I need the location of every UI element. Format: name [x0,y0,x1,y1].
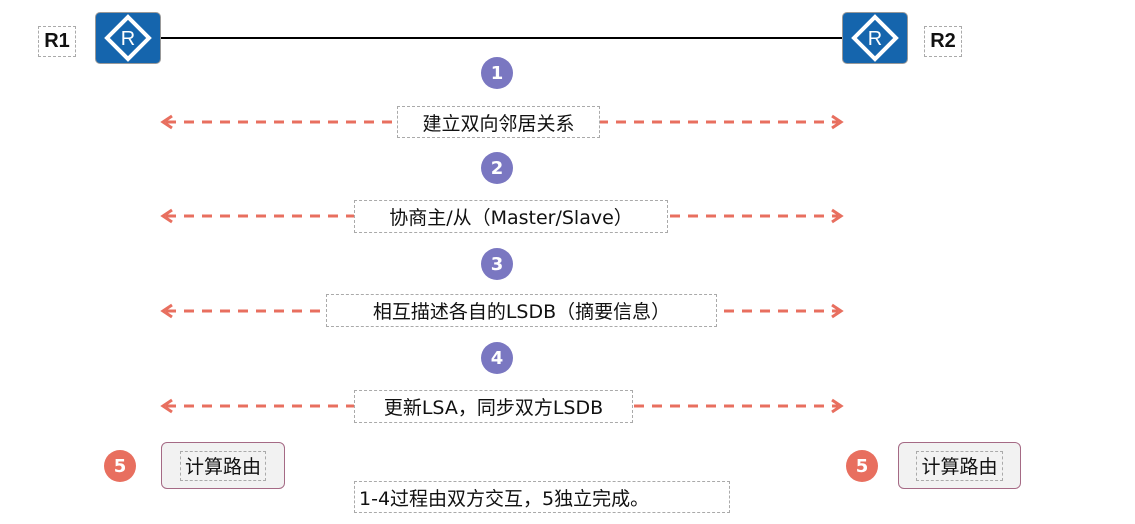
compute-route-box-r1: 计算路由 [161,442,285,489]
arrowhead-icon [160,303,173,319]
router-r1-icon[interactable]: R [95,12,161,64]
arrowhead-icon [160,114,173,130]
step-2-badge: 2 [481,152,513,184]
router-label-r2: R2 [924,26,962,57]
arrowhead-icon [160,208,173,224]
footnote: 1-4过程由双方交互，5独立完成。 [354,481,730,513]
step-1-label: 建立双向邻居关系 [397,106,600,138]
svg-text:R: R [868,28,882,50]
arrowhead-icon [831,114,844,130]
step-3-label: 相互描述各自的LSDB（摘要信息） [326,294,717,327]
compute-route-label: 计算路由 [179,450,266,481]
step-4-label: 更新LSA，同步双方LSDB [354,390,633,423]
router-r2-icon[interactable]: R [842,12,908,64]
arrowhead-icon [831,398,844,414]
step-1-badge: 1 [481,57,513,89]
step-4-badge: 4 [481,342,513,374]
svg-text:R: R [121,28,135,50]
compute-route-label: 计算路由 [916,450,1003,481]
step-2-label: 协商主/从（Master/Slave） [354,200,668,233]
compute-route-box-r2: 计算路由 [898,442,1021,489]
arrowhead-icon [831,303,844,319]
step-5-badge-r1: 5 [104,450,136,482]
router-label-r1: R1 [38,26,76,57]
step-3-badge: 3 [481,248,513,280]
arrowhead-icon [831,208,844,224]
arrowhead-icon [160,398,173,414]
step-5-badge-r2: 5 [846,450,878,482]
